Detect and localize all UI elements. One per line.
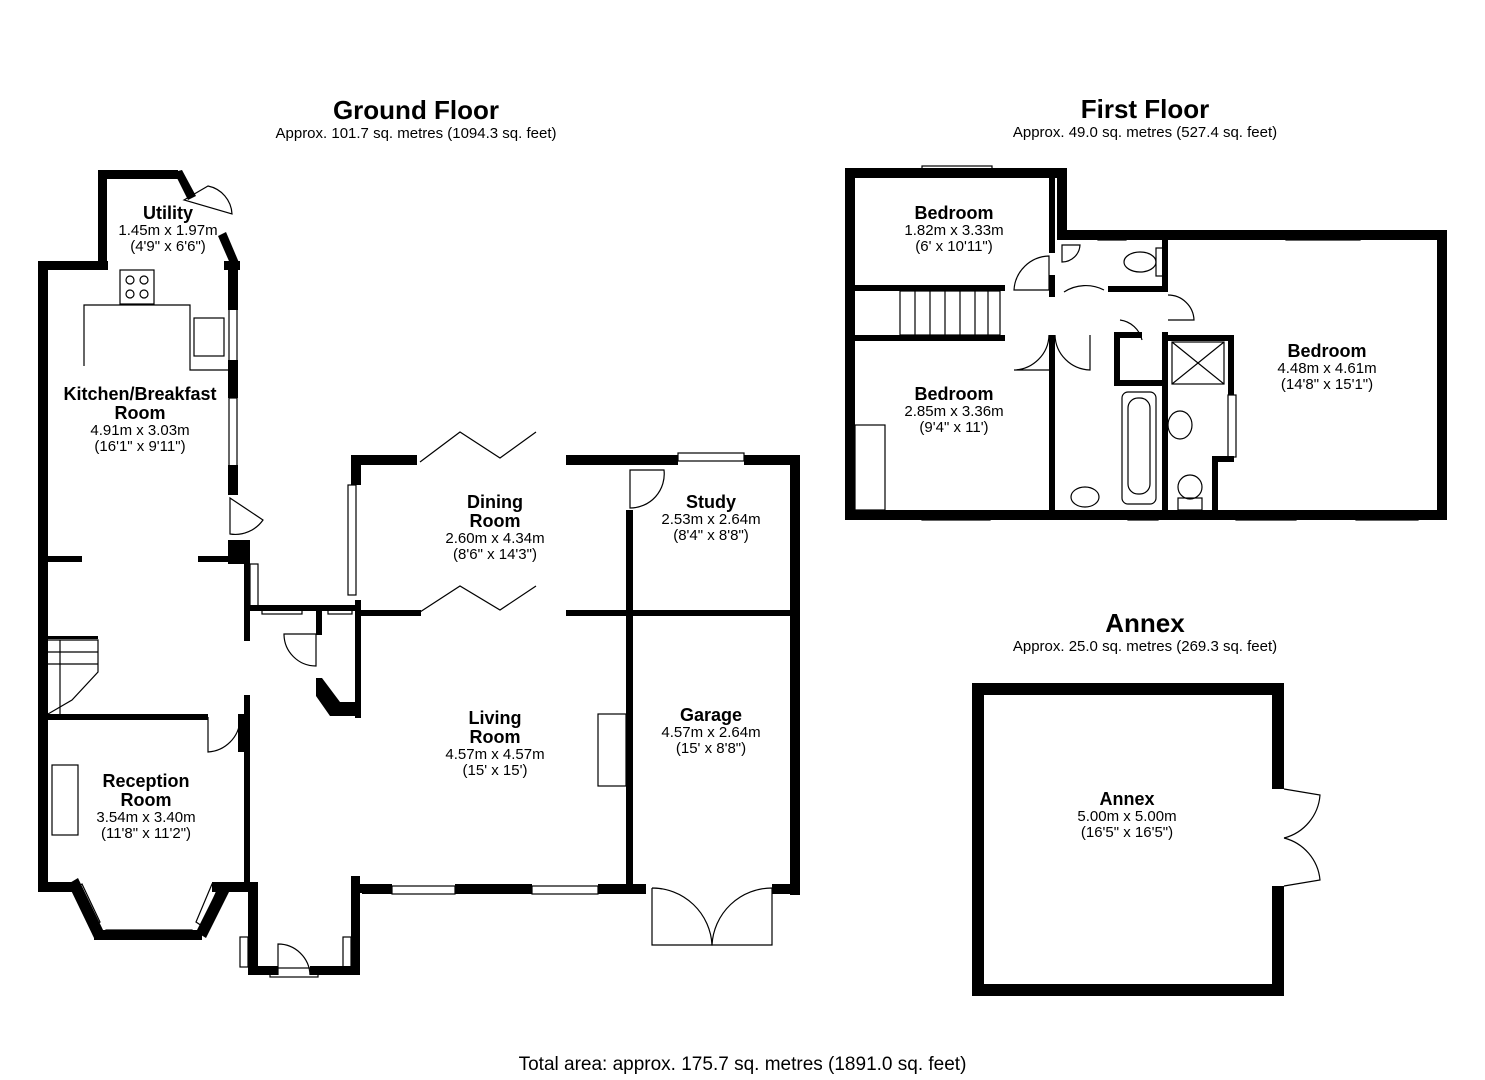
ground-floor-heading: Ground Floor <box>332 95 500 125</box>
room-name-line2: Room <box>120 789 172 810</box>
room-label-bedroom-small: Bedroom 1.82m x 3.33m (6' x 10'11") <box>874 204 1034 254</box>
ground-floor-area: Approx. 101.7 sq. metres (1094.3 sq. fee… <box>275 124 557 142</box>
room-label-study: Study 2.53m x 2.64m (8'4" x 8'8") <box>632 493 790 543</box>
room-label-bedroom-main: Bedroom 4.48m x 4.61m (14'8" x 15'1") <box>1247 342 1407 392</box>
annex-plan <box>972 683 1321 996</box>
room-metric: 2.53m x 2.64m <box>661 510 761 528</box>
first-floor-plan <box>845 165 1447 521</box>
room-name: Annex <box>1099 789 1155 809</box>
room-imperial: (15' x 15') <box>462 761 528 779</box>
total-area: Total area: approx. 175.7 sq. metres (18… <box>518 1054 967 1075</box>
room-metric: 2.85m x 3.36m <box>904 402 1004 420</box>
room-imperial: (11'8" x 11'2") <box>100 824 192 842</box>
room-imperial: (14'8" x 15'1") <box>1280 375 1374 393</box>
room-label-annex: Annex 5.00m x 5.00m (16'5" x 16'5") <box>1047 790 1207 840</box>
ground-floor-title: Ground Floor Approx. 101.7 sq. metres (1… <box>216 96 616 143</box>
room-metric: 5.00m x 5.00m <box>1077 807 1177 825</box>
room-name: Study <box>685 492 736 512</box>
first-floor-title: First Floor Approx. 49.0 sq. metres (527… <box>945 95 1345 142</box>
fixtures <box>47 185 773 978</box>
walls <box>845 168 1447 520</box>
room-name-line2: Room <box>469 510 521 531</box>
room-imperial: (15' x 8'8") <box>675 739 747 757</box>
room-metric: 4.48m x 4.61m <box>1277 359 1377 377</box>
annex-area: Approx. 25.0 sq. metres (269.3 sq. feet) <box>1012 637 1278 655</box>
first-floor-heading: First Floor <box>1080 94 1210 124</box>
room-label-bedroom-middle: Bedroom 2.85m x 3.36m (9'4" x 11') <box>874 385 1034 435</box>
room-metric: 4.57m x 4.57m <box>445 745 545 763</box>
ground-floor-plan <box>38 170 800 978</box>
room-metric: 2.60m x 4.34m <box>445 529 545 547</box>
room-label-kitchen: Kitchen/Breakfast Room 4.91m x 3.03m (16… <box>40 385 240 454</box>
room-label-garage: Garage 4.57m x 2.64m (15' x 8'8") <box>632 706 790 756</box>
room-name: Bedroom <box>914 384 994 404</box>
room-imperial: (16'1" x 9'11") <box>94 437 186 455</box>
room-label-dining: Dining Room 2.60m x 4.34m (8'6" x 14'3") <box>415 493 575 562</box>
room-name-line2: Room <box>114 402 166 423</box>
room-label-utility: Utility 1.45m x 1.97m (4'9" x 6'6") <box>98 204 238 254</box>
room-metric: 4.57m x 2.64m <box>661 723 761 741</box>
walls <box>38 170 800 975</box>
room-name: Utility <box>142 203 193 223</box>
room-imperial: (8'6" x 14'3") <box>453 545 537 563</box>
room-metric: 3.54m x 3.40m <box>96 808 196 826</box>
room-label-living: Living Room 4.57m x 4.57m (15' x 15') <box>415 709 575 778</box>
walls <box>972 683 1284 996</box>
fixtures <box>854 165 1419 521</box>
room-metric: 1.82m x 3.33m <box>904 221 1004 239</box>
room-metric: 1.45m x 1.97m <box>118 221 218 239</box>
room-imperial: (8'4" x 8'8") <box>673 526 749 544</box>
room-name: Kitchen/Breakfast <box>63 384 217 404</box>
room-name: Bedroom <box>914 203 994 223</box>
room-name: Reception <box>102 771 190 791</box>
room-imperial: (6' x 10'11") <box>915 237 993 255</box>
annex-heading: Annex <box>1105 608 1185 638</box>
first-floor-area: Approx. 49.0 sq. metres (527.4 sq. feet) <box>1012 123 1278 141</box>
room-label-reception: Reception Room 3.54m x 3.40m (11'8" x 11… <box>66 772 226 841</box>
room-name: Living <box>468 708 522 728</box>
room-imperial: (16'5" x 16'5") <box>1080 823 1174 841</box>
room-name: Garage <box>679 705 743 725</box>
room-name: Bedroom <box>1287 341 1367 361</box>
room-metric: 4.91m x 3.03m <box>90 421 190 439</box>
annex-title: Annex Approx. 25.0 sq. metres (269.3 sq.… <box>945 609 1345 656</box>
room-name: Dining <box>467 492 523 512</box>
fixtures <box>1283 788 1321 887</box>
room-imperial: (4'9" x 6'6") <box>130 237 206 255</box>
room-name-line2: Room <box>469 726 521 747</box>
room-imperial: (9'4" x 11') <box>919 418 989 436</box>
